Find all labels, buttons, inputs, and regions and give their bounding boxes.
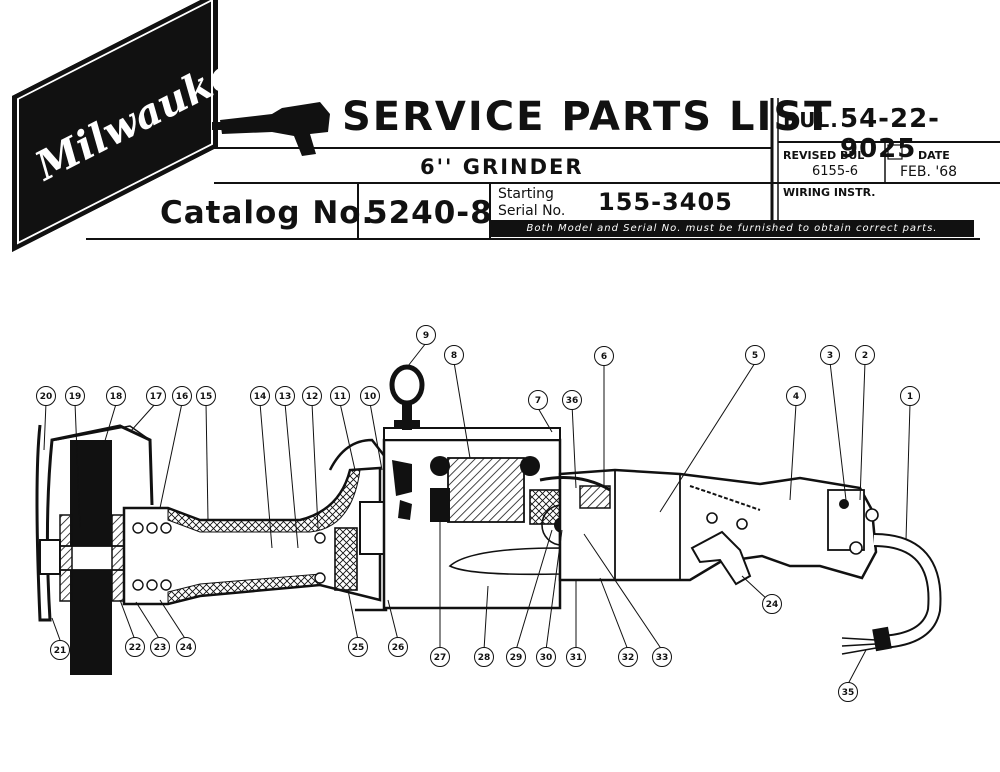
callout-1: 1 (900, 386, 920, 406)
callout-22: 22 (125, 637, 145, 657)
model-name: 6'' GRINDER (420, 155, 584, 179)
callout-14: 14 (250, 386, 270, 406)
callout-11: 11 (330, 386, 350, 406)
wiring-label: WIRING INSTR. (783, 186, 876, 199)
callout-26: 26 (388, 637, 408, 657)
revised-bul-value: 6155-6 (812, 164, 859, 179)
revised-bul-label: REVISED BUL (783, 149, 865, 162)
bulletin-number: 54-22-9025 (840, 104, 940, 164)
callout-29: 29 (506, 647, 526, 667)
callout-33: 33 (652, 647, 672, 667)
serial-label: Starting Serial No. (498, 186, 565, 220)
callout-17: 17 (146, 386, 166, 406)
callout-18: 18 (106, 386, 126, 406)
callout-9: 9 (416, 325, 436, 345)
callout-34: 24 (762, 594, 782, 614)
callout-28: 28 (474, 647, 494, 667)
callout-21: 21 (50, 640, 70, 660)
callout-25: 25 (348, 637, 368, 657)
callout-32: 32 (618, 647, 638, 667)
callout-3: 3 (820, 345, 840, 365)
callout-4: 4 (786, 386, 806, 406)
callout-5: 5 (745, 345, 765, 365)
callout-2: 2 (855, 345, 875, 365)
callout-8: 8 (444, 345, 464, 365)
callout-31: 31 (566, 647, 586, 667)
catalog-number: 5240-8 (366, 195, 493, 231)
catalog-label: Catalog No. (160, 195, 375, 231)
callout-10: 10 (360, 386, 380, 406)
callout-7: 7 (528, 390, 548, 410)
bulletin-label: BUL. (783, 108, 839, 132)
date-value: FEB. '68 (900, 164, 958, 180)
callout-24: 24 (176, 637, 196, 657)
serial-label-line2: Serial No. (498, 203, 566, 219)
callout-36: 36 (562, 390, 582, 410)
ordering-note: Both Model and Serial No. must be furnis… (490, 220, 974, 237)
callout-13: 13 (275, 386, 295, 406)
callout-20: 20 (36, 386, 56, 406)
serial-number: 155-3405 (598, 188, 733, 216)
callout-35: 35 (838, 682, 858, 702)
callout-27: 27 (430, 647, 450, 667)
header-frame (86, 98, 1000, 240)
date-label: DATE (918, 149, 950, 162)
callout-15: 15 (196, 386, 216, 406)
callout-12: 12 (302, 386, 322, 406)
serial-label-line1: Starting (498, 186, 554, 202)
page-title: SERVICE PARTS LIST (342, 94, 834, 140)
callout-30: 30 (536, 647, 556, 667)
callout-6: 6 (594, 346, 614, 366)
drill-icon (212, 102, 330, 156)
callout-16: 16 (172, 386, 192, 406)
callout-19: 19 (65, 386, 85, 406)
callout-23: 23 (150, 637, 170, 657)
